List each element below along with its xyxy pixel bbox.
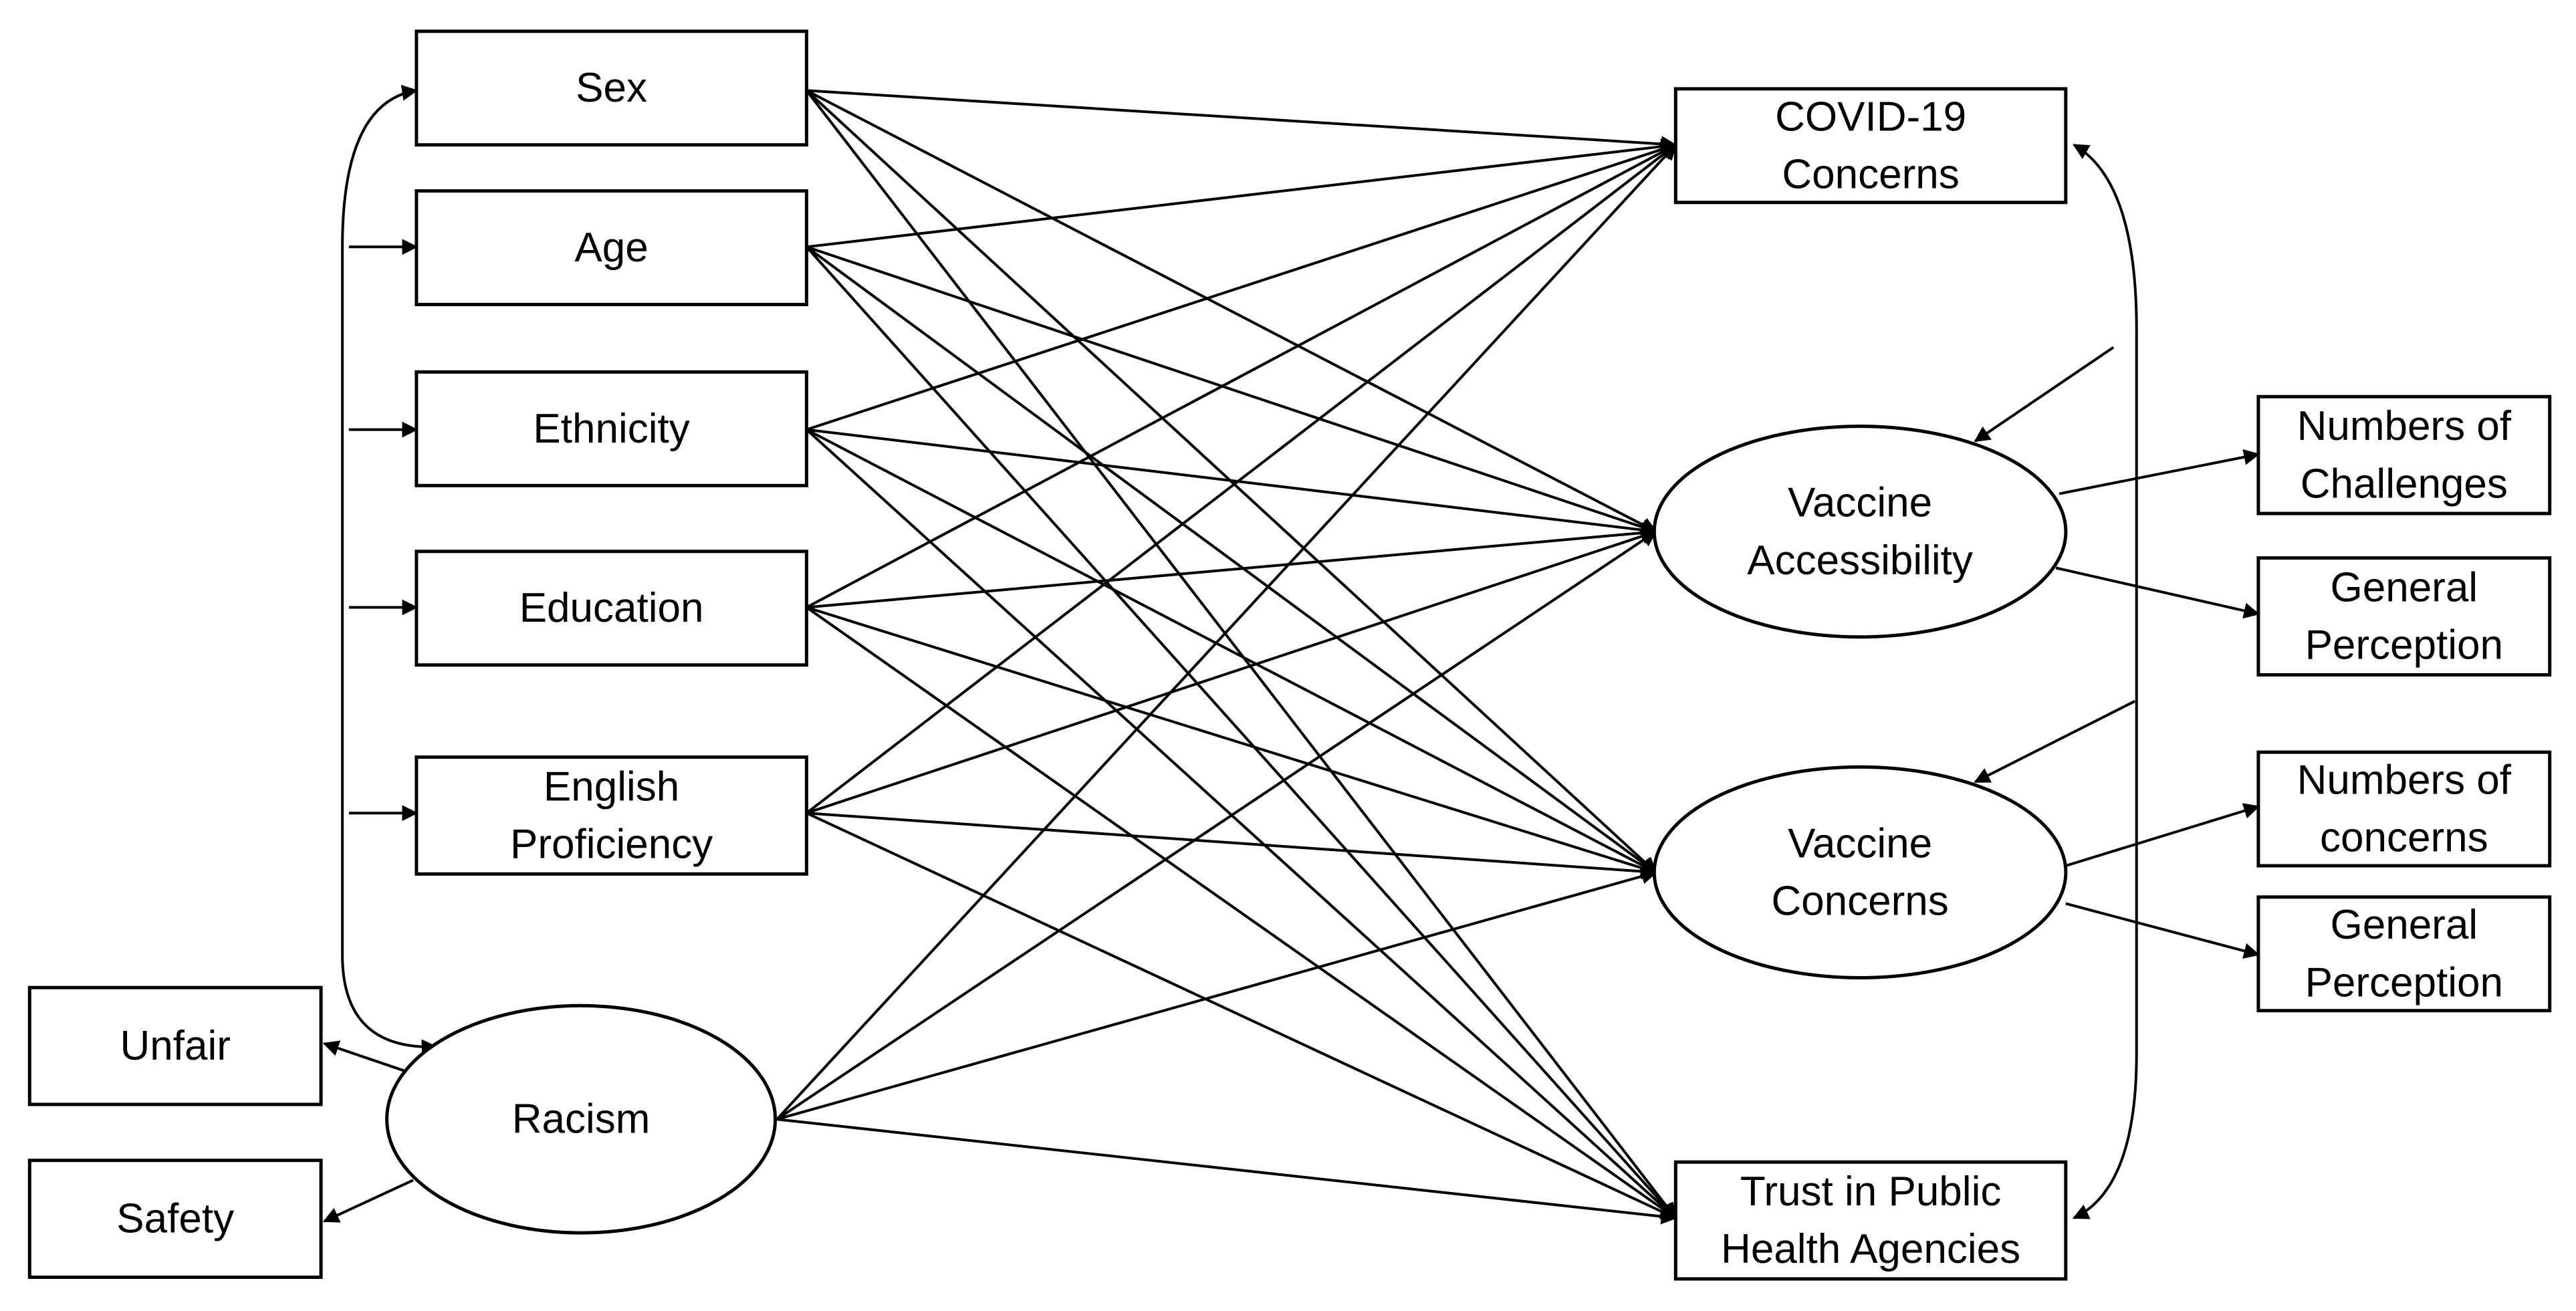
edge-racism-to-covid [776,143,1677,1120]
node-nconcerns-box [2256,750,2552,868]
correlation-right-tick-access [1974,346,2115,443]
node-sex-box [415,29,808,147]
edge-racism-to-access [776,530,1657,1120]
node-safety-box [27,1159,323,1279]
node-english-box [415,755,808,876]
node-english-label-line-2: Proficiency [510,822,713,868]
node-sex-label-line-1: Sex [576,65,647,111]
node-safety-label-line-1: Safety [116,1196,234,1242]
node-access-ellipse [1652,425,2068,639]
node-trust-box [1673,1160,2068,1281]
node-nconcerns-label-line-1: Numbers of [2297,757,2512,804]
edge-racism-to-safety [322,1179,414,1223]
edge-vconcerns-to-genperc2 [2065,902,2260,959]
node-genperc1-box [2256,556,2552,677]
node-racism: Racism [385,1003,778,1235]
node-ethnicity: Ethnicity [415,370,808,487]
edge-sex-to-access [806,89,1657,533]
edge-education-to-trust [806,606,1677,1219]
node-challenges-box [2256,394,2552,515]
node-genperc1-label-line-2: Perception [2305,622,2503,669]
node-education-box [415,550,808,667]
node-sex: Sex [415,29,808,147]
edge-ethnicity-to-covid [806,142,1677,431]
edge-age-to-covid [806,138,1677,249]
node-access-label-line-2: Accessibility [1747,538,1973,584]
node-education: Education [415,550,808,667]
edge-english-to-access [806,528,1658,815]
node-genperc2-label-line-2: Perception [2305,959,2503,1005]
edge-sex-to-trust [805,90,1677,1219]
edge-sex-to-covid [806,89,1677,152]
node-genperc2-label-line-1: General [2331,902,2478,948]
edge-racism-to-vconcerns [776,868,1658,1121]
node-education-label-line-1: Education [519,585,704,631]
correlation-left-bracket [341,84,438,1056]
edge-age-to-vconcerns [806,245,1657,874]
node-ethnicity-box [415,370,808,487]
edge-ethnicity-to-trust [806,429,1677,1219]
node-unfair-box [27,985,323,1106]
correlation-layer [341,84,2138,1219]
node-nconcerns-label-line-2: concerns [2320,815,2488,861]
edge-age-to-access [806,245,1658,535]
node-genperc2-box [2256,895,2552,1013]
node-nconcerns: Numbers of concerns [2256,750,2552,868]
node-unfair-label-line-1: Unfair [120,1023,231,1069]
node-english-label-line-1: English [544,763,679,810]
correlation-right-bracket [2072,143,2138,1219]
edge-vconcerns-to-nconcerns [2065,803,2260,867]
edge-ethnicity-to-vconcerns [806,428,1657,874]
edge-racism-to-unfair [322,1040,407,1073]
edges-layer [322,89,2260,1225]
node-safety: Safety [27,1159,323,1279]
node-age-label-line-1: Age [574,225,648,271]
edge-education-to-covid [806,143,1677,609]
node-racism-ellipse [385,1003,778,1235]
node-trust-label-line-1: Trust in Public [1740,1169,2002,1215]
node-challenges-label-line-1: Numbers of [2297,403,2512,449]
correlation-right-tick-vconcerns [1974,700,2136,784]
edge-english-to-vconcerns [806,812,1658,880]
node-covid-box [1673,87,2068,205]
node-vconcerns-ellipse [1652,765,2068,980]
edge-racism-to-trust [776,1118,1677,1225]
nodes-layer: SexAgeEthnicityEducationEnglishProficien… [27,29,2552,1281]
node-age-box [415,189,808,306]
node-covid-label-line-2: Concerns [1782,152,1959,198]
node-ethnicity-label-line-1: Ethnicity [533,406,689,452]
edge-education-to-access [806,525,1658,609]
edge-age-to-trust [805,245,1677,1219]
node-genperc1-label-line-1: General [2331,564,2478,610]
node-unfair: Unfair [27,985,323,1106]
node-racism-label-line-1: Racism [512,1096,651,1143]
node-vconcerns-label-line-2: Concerns [1771,878,1948,924]
edge-ethnicity-to-access [806,428,1658,538]
edge-access-to-genperc1 [2055,566,2260,619]
node-challenges-label-line-2: Challenges [2301,461,2508,507]
node-trust-label-line-2: Health Agencies [1721,1226,2020,1272]
edge-education-to-vconcerns [806,606,1658,876]
edge-access-to-challenges [2059,449,2260,495]
edge-english-to-covid [806,144,1677,814]
node-covid-label-line-1: COVID-19 [1775,94,1966,140]
edge-english-to-trust [806,812,1677,1219]
node-age: Age [415,189,808,306]
node-access-label-line-1: Vaccine [1788,480,1932,526]
node-challenges: Numbers of Challenges [2256,394,2552,515]
node-vconcerns-label-line-1: Vaccine [1788,820,1932,866]
